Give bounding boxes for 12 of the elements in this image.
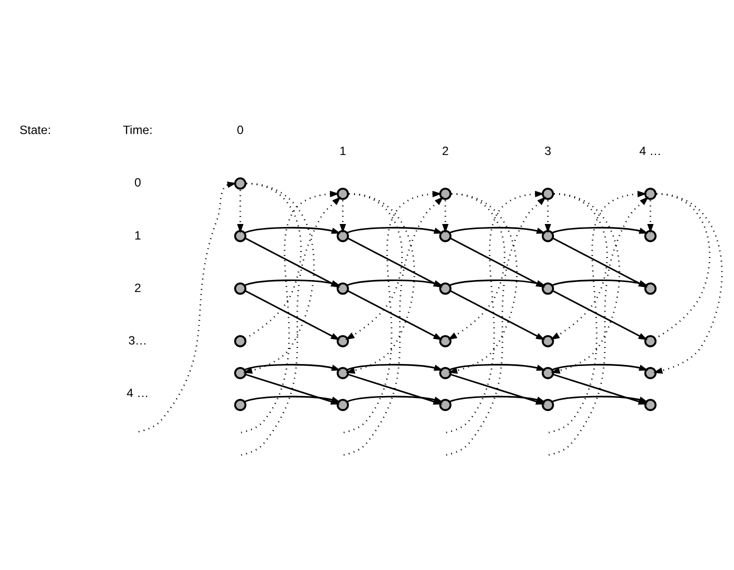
label: 4 … — [126, 385, 149, 400]
label: 0 — [134, 175, 142, 190]
label: 3… — [128, 332, 148, 347]
label: 1 — [339, 143, 346, 158]
label: 3 — [544, 143, 552, 158]
label: 2 — [134, 280, 142, 294]
label: State: — [19, 122, 51, 137]
label: 1 — [134, 228, 142, 242]
label: Time: — [122, 122, 153, 137]
label: 4 … — [639, 143, 662, 158]
label: 2 — [442, 143, 449, 158]
label: 0 — [236, 122, 244, 137]
